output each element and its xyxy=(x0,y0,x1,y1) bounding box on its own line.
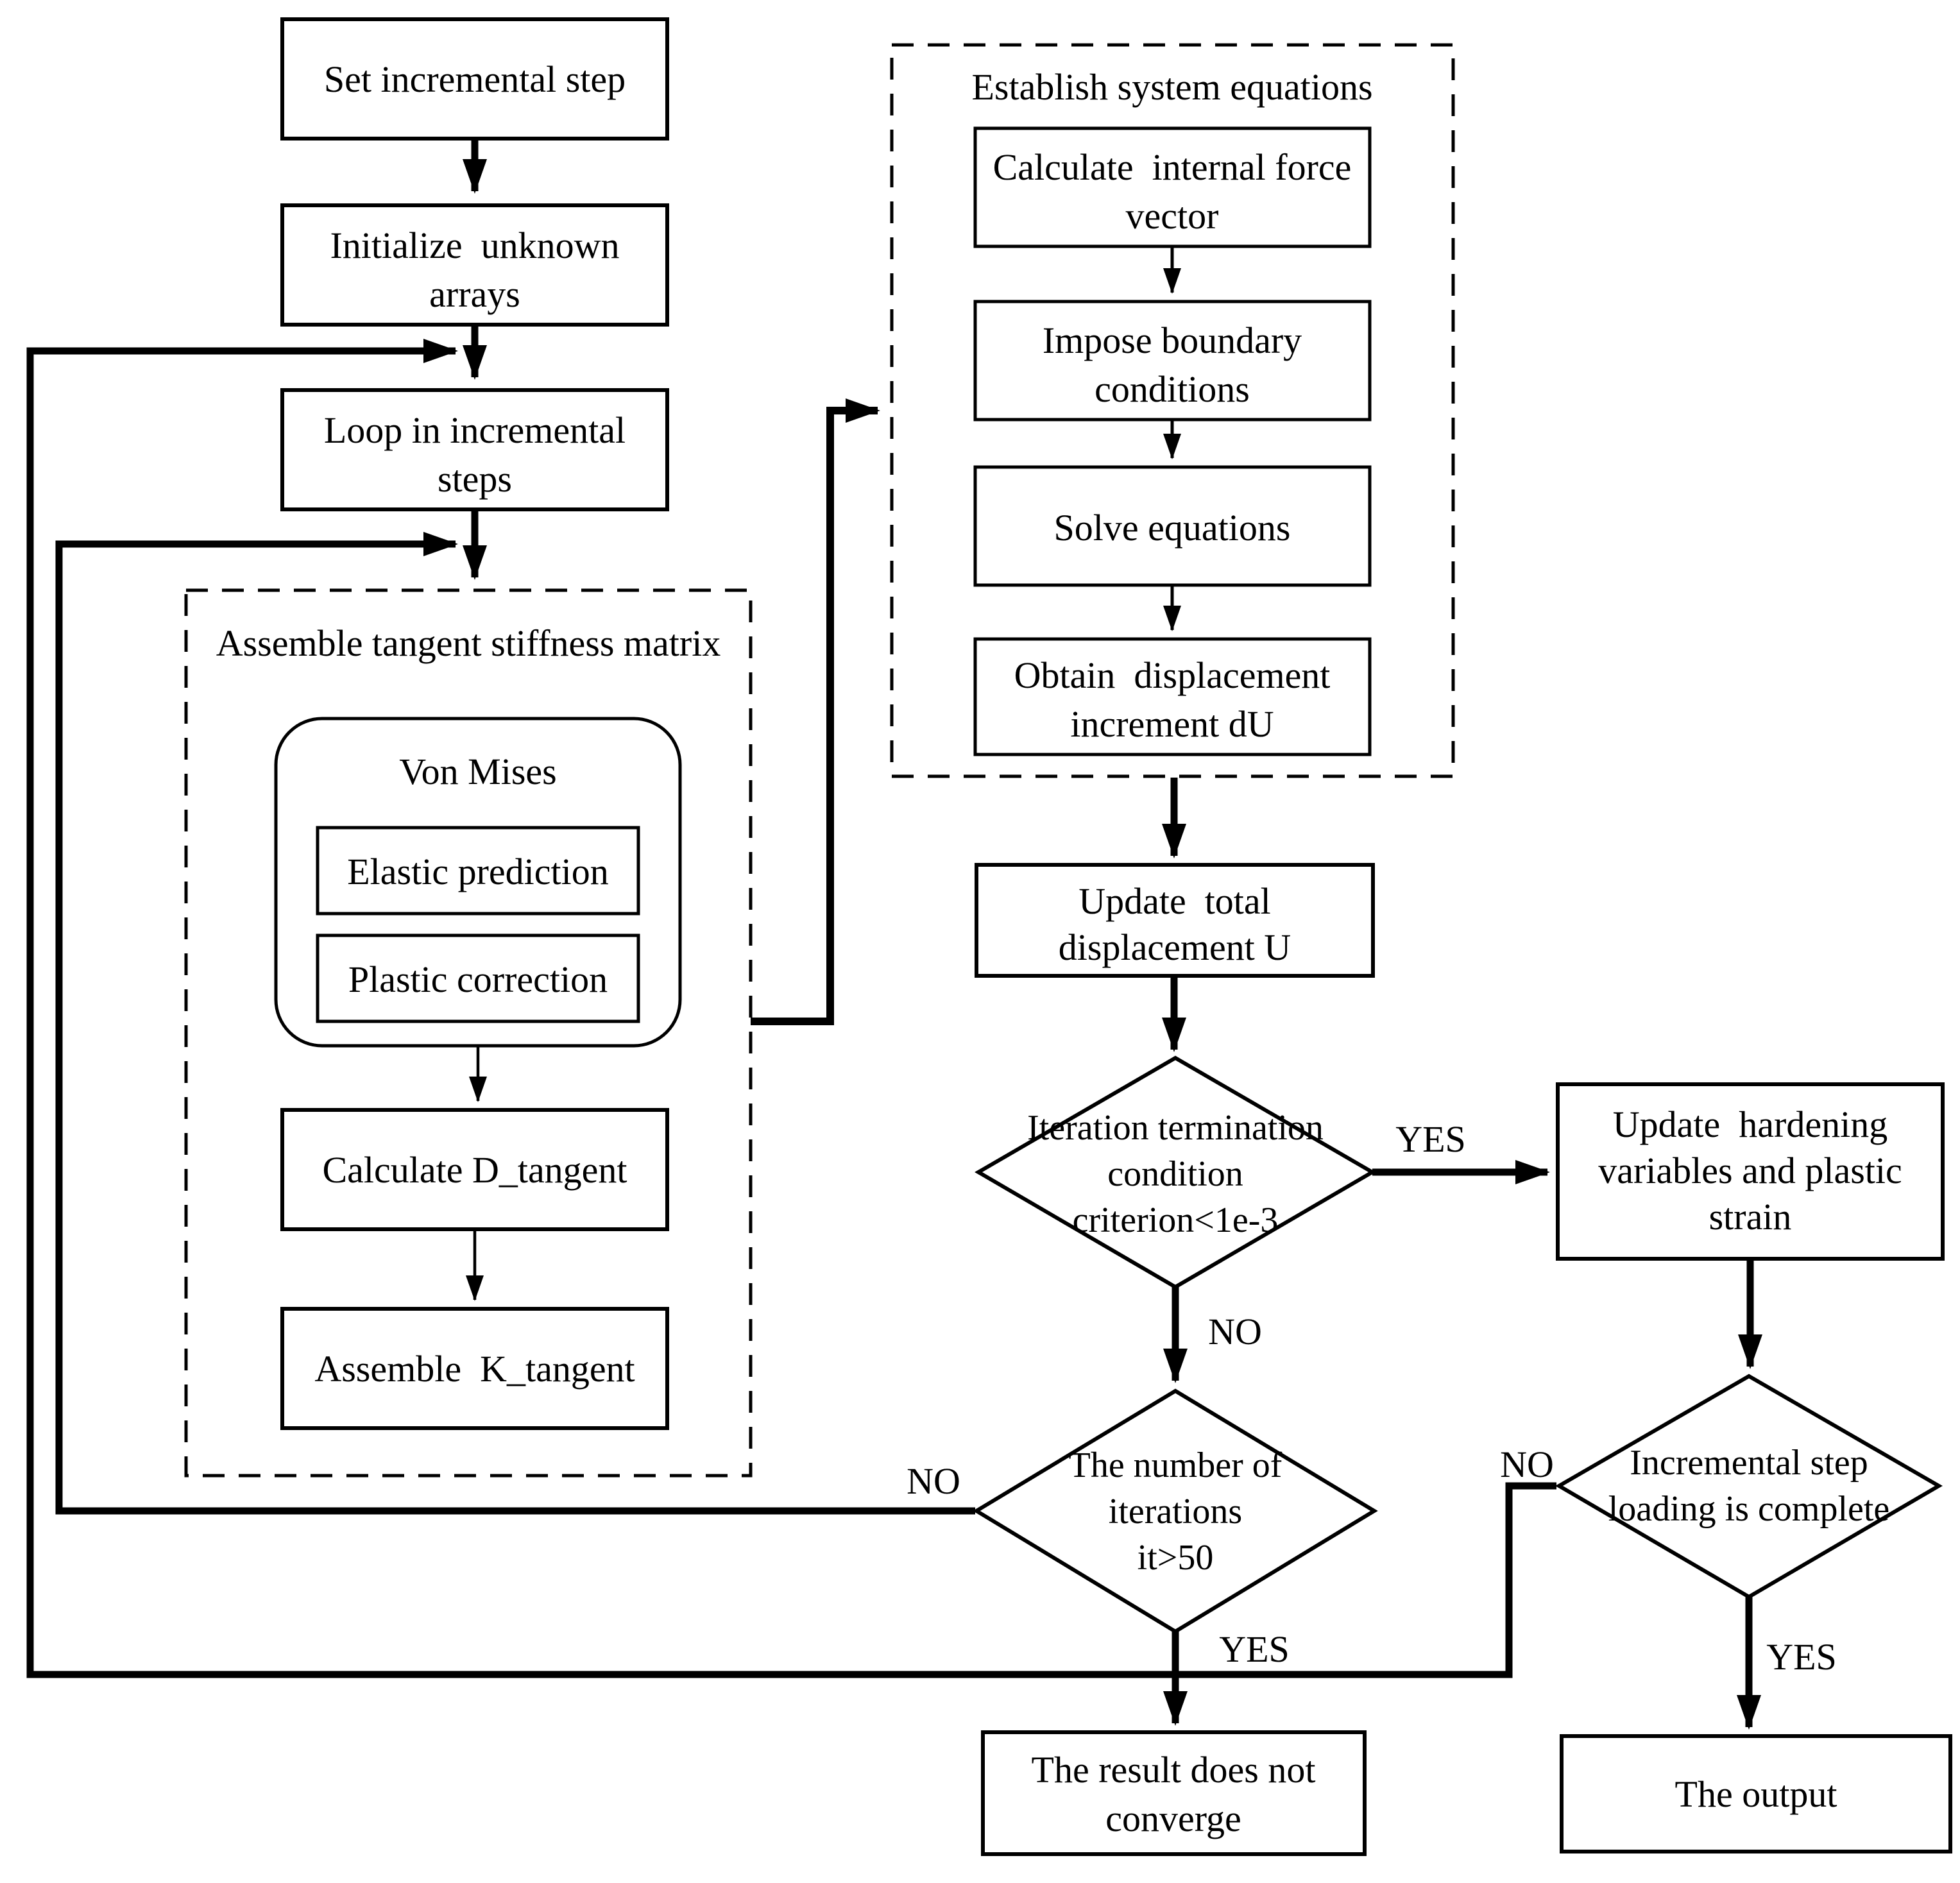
assemble-group-border xyxy=(184,588,753,1478)
label-iterterm-yes: YES xyxy=(1395,1118,1466,1160)
edge-labels: YES NO NO YES NO YES xyxy=(907,1118,1837,1678)
iter-term-line1: Iteration termination xyxy=(1027,1108,1324,1148)
hardening-line3: strain xyxy=(1709,1196,1792,1238)
num-iter-line2: iterations xyxy=(1109,1492,1242,1531)
no-converge-line1: The result does not xyxy=(1032,1749,1316,1791)
loop-steps-box xyxy=(280,388,669,511)
output-box xyxy=(1560,1734,1952,1853)
label-numiter-yes: YES xyxy=(1219,1628,1290,1670)
edges xyxy=(26,139,1762,1730)
node-calculate-d-tangent: Calculate D_tangent xyxy=(280,1108,669,1231)
label-incr-yes: YES xyxy=(1766,1636,1837,1678)
establish-group-title: Establish system equations xyxy=(971,66,1372,108)
hardening-line2: variables and plastic xyxy=(1598,1150,1902,1191)
loop-steps-line1: Loop in incremental xyxy=(324,409,626,451)
update-u-box xyxy=(975,863,1375,978)
iter-term-line3: criterion<1e-3 xyxy=(1073,1200,1279,1240)
init-arrays-line1: Initialize unknown xyxy=(330,225,619,266)
set-step-label: Set incremental step xyxy=(324,58,626,100)
set-step-box xyxy=(280,17,669,141)
node-update-hardening-variables: Update hardening variables and plastic s… xyxy=(1556,1082,1945,1261)
decision-incremental-step-complete: Incremental step loading is complete xyxy=(1555,1374,1943,1599)
label-incr-no: NO xyxy=(1500,1444,1554,1485)
von-mises-title: Von Mises xyxy=(399,751,556,792)
assemble-k-label: Assemble K_tangent xyxy=(314,1348,635,1390)
impose-bc-line1: Impose boundary xyxy=(1043,320,1302,361)
node-elastic-prediction: Elastic prediction xyxy=(316,826,640,916)
calc-d-label: Calculate D_tangent xyxy=(322,1149,627,1191)
node-initialize-unknown-arrays: Initialize unknown arrays xyxy=(280,203,669,327)
node-calc-internal-force: Calculate internal force vector xyxy=(973,126,1372,248)
decision-iteration-termination: Iteration termination condition criterio… xyxy=(975,1055,1376,1290)
node-update-total-displacement: Update total displacement U xyxy=(975,863,1375,978)
incr-complete-diamond xyxy=(1555,1374,1943,1599)
node-obtain-displacement-increment: Obtain displacement increment dU xyxy=(973,637,1372,756)
node-set-incremental-step: Set incremental step xyxy=(280,17,669,141)
node-impose-boundary-conditions: Impose boundary conditions xyxy=(973,300,1372,422)
calc-force-line1: Calculate internal force xyxy=(993,146,1352,188)
assemble-group-title: Assemble tangent stiffness matrix xyxy=(216,622,721,664)
node-solve-equations: Solve equations xyxy=(973,465,1372,587)
impose-bc-box xyxy=(973,300,1372,422)
node-result-does-not-converge: The result does not converge xyxy=(981,1730,1367,1856)
init-arrays-line2: arrays xyxy=(429,273,520,315)
solve-label: Solve equations xyxy=(1054,507,1291,549)
elastic-label: Elastic prediction xyxy=(347,851,608,892)
obtain-du-box xyxy=(973,637,1372,756)
impose-bc-line2: conditions xyxy=(1095,368,1250,410)
node-von-mises: Von Mises Elastic prediction Plastic cor… xyxy=(274,717,682,1048)
iter-term-diamond xyxy=(975,1055,1376,1290)
node-assemble-k-tangent: Assemble K_tangent xyxy=(280,1307,669,1430)
node-the-output: The output xyxy=(1560,1734,1952,1853)
group-assemble-tangent-stiffness: Assemble tangent stiffness matrix Von Mi… xyxy=(184,588,753,1478)
calc-d-box xyxy=(280,1108,669,1231)
node-plastic-correction: Plastic correction xyxy=(316,933,640,1023)
hardening-box xyxy=(1556,1082,1945,1261)
obtain-du-line1: Obtain displacement xyxy=(1014,654,1331,696)
init-arrays-box xyxy=(280,203,669,327)
calc-force-line2: vector xyxy=(1126,195,1219,237)
num-iter-line1: The number of xyxy=(1069,1445,1283,1485)
plastic-box xyxy=(316,933,640,1023)
hardening-line1: Update hardening xyxy=(1613,1103,1888,1145)
plastic-label: Plastic correction xyxy=(348,959,608,1000)
elastic-box xyxy=(316,826,640,916)
obtain-du-line2: increment dU xyxy=(1070,703,1274,745)
group-establish-system-equations: Establish system equations Calculate int… xyxy=(890,43,1455,778)
incr-complete-line2: loading is complete xyxy=(1608,1489,1890,1529)
label-numiter-no: NO xyxy=(907,1460,960,1502)
label-iterterm-no: NO xyxy=(1208,1311,1262,1352)
output-label: The output xyxy=(1675,1773,1837,1815)
no-converge-line2: converge xyxy=(1105,1798,1241,1839)
loop-steps-line2: steps xyxy=(438,458,512,500)
decision-number-of-iterations: The number of iterations it>50 xyxy=(973,1388,1378,1634)
iter-term-line2: condition xyxy=(1107,1154,1243,1194)
incr-complete-line1: Incremental step xyxy=(1630,1443,1868,1483)
no-converge-box xyxy=(981,1730,1367,1856)
calc-force-box xyxy=(973,126,1372,248)
node-loop-incremental-steps: Loop in incremental steps xyxy=(280,388,669,511)
solve-box xyxy=(973,465,1372,587)
num-iter-line3: it>50 xyxy=(1138,1538,1214,1578)
edge-incr-no-loopback xyxy=(26,339,1556,1678)
assemble-k-box xyxy=(280,1307,669,1430)
num-iter-diamond xyxy=(973,1388,1378,1634)
update-u-line1: Update total xyxy=(1078,880,1271,922)
update-u-line2: displacement U xyxy=(1059,926,1291,968)
edge-assemble-to-establish xyxy=(751,398,880,1025)
edge-numiter-no-loopback xyxy=(55,532,975,1515)
